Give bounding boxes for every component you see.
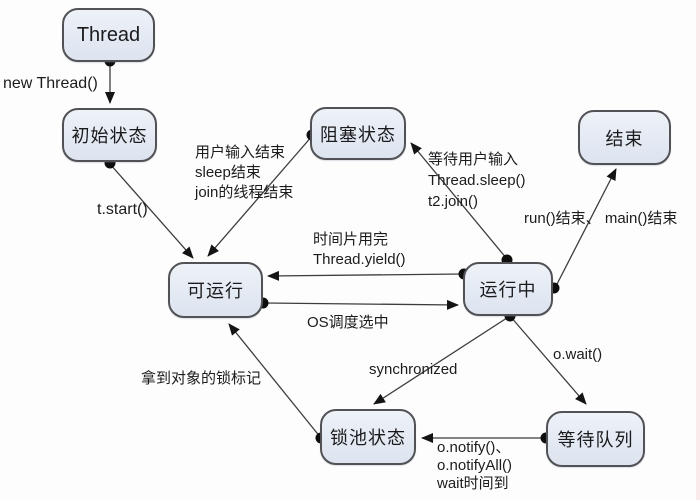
edge-label-yield: 时间片用完 Thread.yield(): [313, 231, 406, 268]
right-edge-artifact: [696, 0, 700, 500]
node-running-label: 运行中: [479, 280, 537, 300]
node-initial-state-label: 初始状态: [71, 126, 148, 146]
edge-label-o-wait: o.wait(): [553, 346, 603, 363]
edge-label-blocked-to-runnable: 用户输入结束 sleep结束 join的线程结束: [195, 144, 294, 201]
edge-yield: [267, 270, 464, 281]
edge-to-terminated: [554, 168, 617, 289]
edge-label-notify: o.notify()、 o.notifyAll() wait时间到: [437, 439, 513, 492]
edge-synchronized: [373, 315, 511, 405]
edge-t-start: [109, 163, 194, 259]
node-wait-queue-label: 等待队列: [557, 430, 634, 450]
edge-label-to-terminated: run()结束、 main()结束: [524, 210, 678, 227]
edge-label-t-start: t.start(): [97, 201, 148, 218]
node-terminated-label: 结束: [605, 128, 644, 149]
node-initial-state: 初始状态: [62, 108, 157, 162]
node-runnable-label: 可运行: [187, 281, 244, 301]
node-thread: Thread: [62, 8, 155, 62]
edge-blocked-to-runnable: [207, 134, 314, 257]
node-lock-pool-state-label: 锁池状态: [330, 428, 406, 448]
edge-o-wait: [509, 315, 587, 405]
node-blocked-state-label: 阻塞状态: [320, 124, 396, 145]
node-terminated: 结束: [578, 110, 671, 165]
edge-running-to-blocked: [410, 142, 508, 260]
node-running: 运行中: [463, 262, 553, 316]
edge-os-selected: [263, 299, 459, 310]
edge-label-os-selected: OS调度选中: [307, 314, 389, 331]
node-wait-queue: 等待队列: [546, 411, 645, 467]
node-lock-pool-state: 锁池状态: [320, 409, 416, 465]
edge-acquire-lock: [228, 323, 322, 439]
node-runnable: 可运行: [168, 262, 263, 318]
edge-label-new-thread: new Thread(): [3, 75, 98, 92]
edges: [105, 61, 617, 443]
edge-label-acquire-lock: 拿到对象的锁标记: [141, 370, 262, 387]
edge-label-running-to-blocked: 等待用户输入 Thread.sleep() t2.join(): [428, 151, 526, 210]
node-blocked-state: 阻塞状态: [310, 107, 406, 160]
node-thread-label: Thread: [76, 23, 141, 46]
edge-label-synchronized: synchronized: [369, 361, 458, 378]
